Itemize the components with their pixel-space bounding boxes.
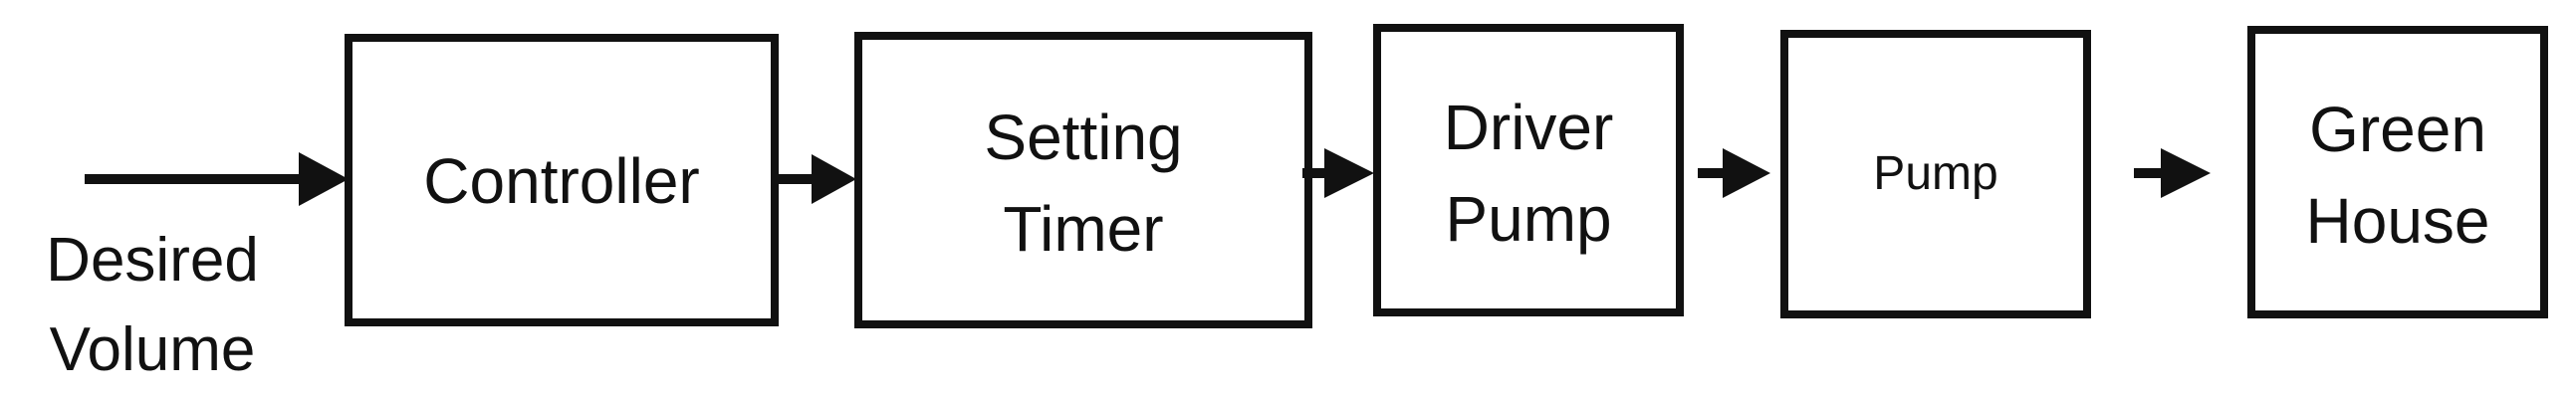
arrow-timer-to-driver	[1302, 148, 1374, 198]
block-setting-timer: Setting Timer	[854, 32, 1312, 328]
block-driver-pump-label-line2: Pump	[1445, 183, 1611, 255]
block-setting-timer-label-line2: Timer	[1003, 193, 1163, 265]
arrow-controller-to-timer	[777, 154, 856, 204]
block-driver-pump-label-line1: Driver	[1444, 92, 1614, 163]
block-driver-pump: Driver Pump	[1373, 24, 1684, 316]
input-label-line1: Desired	[46, 226, 259, 295]
block-pump: Pump	[1780, 30, 2091, 318]
block-setting-timer-label-line1: Setting	[984, 101, 1182, 173]
block-green-house-label-line2: House	[2306, 185, 2490, 257]
block-controller-label: Controller	[423, 145, 699, 217]
input-label-line2: Volume	[50, 315, 256, 384]
input-arrow	[85, 152, 349, 206]
arrow-driver-to-pump	[1698, 148, 1770, 198]
block-pump-label: Pump	[1873, 147, 1997, 200]
block-green-house-label-line1: Green	[2309, 94, 2486, 165]
block-controller: Controller	[345, 34, 779, 326]
arrow-pump-to-greenhouse	[2134, 148, 2211, 198]
block-green-house: Green House	[2247, 26, 2548, 318]
